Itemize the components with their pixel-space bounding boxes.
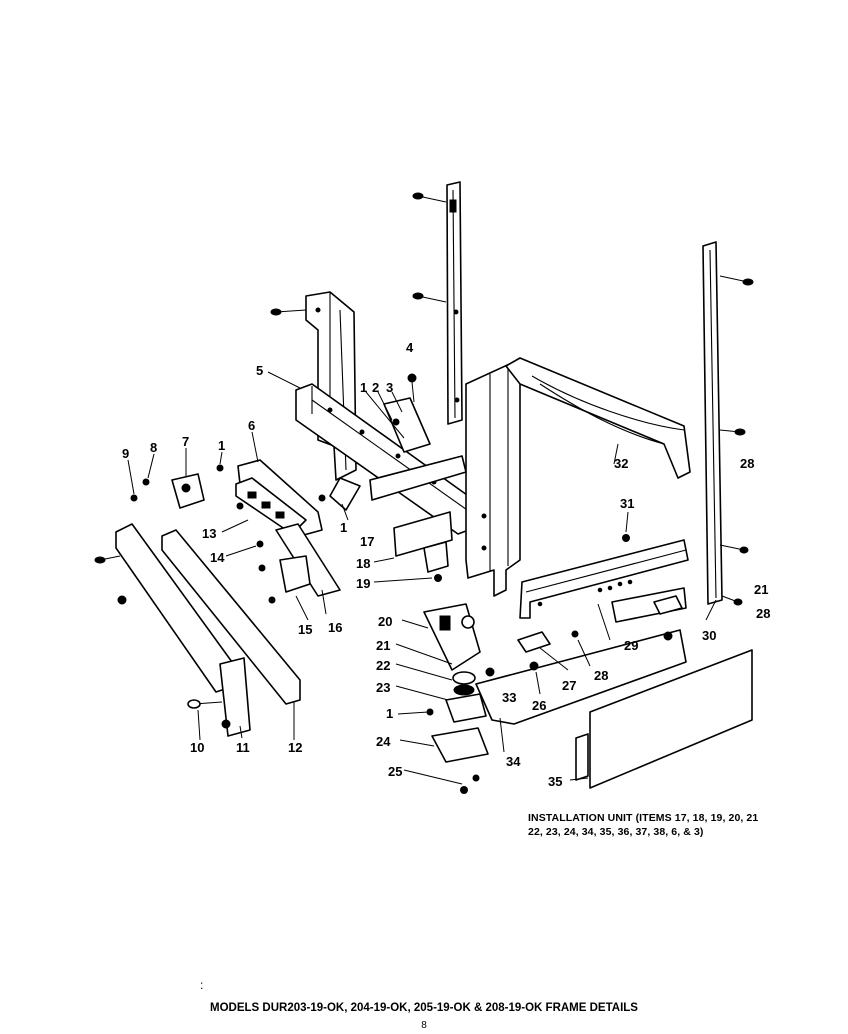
callout-16: 16 (328, 620, 342, 635)
callout-5: 5 (256, 363, 263, 378)
callout-2: 2 (372, 380, 379, 395)
callout-4: 4 (406, 340, 414, 355)
installation-note-line-2: 22, 23, 24, 34, 35, 36, 37, 38, 6, & 3) (528, 826, 704, 838)
callout-11: 11 (236, 740, 250, 755)
callout-labels: 5 1 2 3 4 6 1 7 8 9 13 14 1 17 18 19 20 … (122, 340, 770, 789)
callout-24: 24 (376, 734, 391, 749)
page-number: 8 (421, 1020, 427, 1031)
callout-35: 35 (548, 774, 562, 789)
callout-14: 14 (210, 550, 225, 565)
callout-20: 20 (378, 614, 392, 629)
callout-32: 32 (614, 456, 628, 471)
callout-1: 1 (386, 706, 393, 721)
callout-29: 29 (624, 638, 638, 653)
small-brackets (318, 373, 449, 582)
callout-25: 25 (388, 764, 402, 779)
callout-17: 17 (360, 534, 374, 549)
vertical-rail-center (446, 181, 463, 425)
clip-parts (517, 534, 683, 671)
callout-8: 8 (150, 440, 157, 455)
front-panel (575, 649, 753, 789)
central-frame-box (369, 361, 521, 597)
stray-mark: : (200, 978, 204, 992)
callout-15: 15 (298, 622, 312, 637)
callout-9: 9 (122, 446, 129, 461)
installation-note-line-1: INSTALLATION UNIT (ITEMS 17, 18, 19, 20,… (528, 812, 759, 824)
callout-1: 1 (340, 520, 347, 535)
right-mounting-bracket (519, 539, 689, 619)
installation-unit-note: INSTALLATION UNIT (ITEMS 17, 18, 19, 20,… (528, 811, 788, 839)
callout-1: 1 (360, 380, 367, 395)
callout-28: 28 (594, 668, 608, 683)
callout-13: 13 (202, 526, 216, 541)
callout-12: 12 (288, 740, 302, 755)
leader-lines (127, 371, 717, 785)
callout-26: 26 (532, 698, 546, 713)
callout-7: 7 (182, 434, 189, 449)
callout-3: 3 (386, 380, 393, 395)
callout-33: 33 (502, 690, 516, 705)
screw-top-rail (412, 192, 447, 303)
left-long-rails (94, 523, 301, 737)
callout-28: 28 (756, 606, 770, 621)
callout-28: 28 (740, 456, 754, 471)
base-plate (475, 587, 687, 725)
callout-18: 18 (356, 556, 370, 571)
diagonal-top-rail (505, 357, 691, 479)
callout-23: 23 (376, 680, 390, 695)
callout-21: 21 (376, 638, 390, 653)
figure-caption: MODELS DUR203-19-OK, 204-19-OK, 205-19-O… (210, 1002, 638, 1014)
callout-1: 1 (218, 438, 225, 453)
callout-10: 10 (190, 740, 204, 755)
callout-34: 34 (506, 754, 521, 769)
callout-21: 21 (754, 582, 768, 597)
callout-6: 6 (248, 418, 255, 433)
left-side-parts (130, 459, 341, 604)
callout-22: 22 (376, 658, 390, 673)
callout-31: 31 (620, 496, 634, 511)
callout-30: 30 (702, 628, 716, 643)
callout-19: 19 (356, 576, 370, 591)
vertical-rail-right (702, 241, 754, 606)
callout-27: 27 (562, 678, 576, 693)
